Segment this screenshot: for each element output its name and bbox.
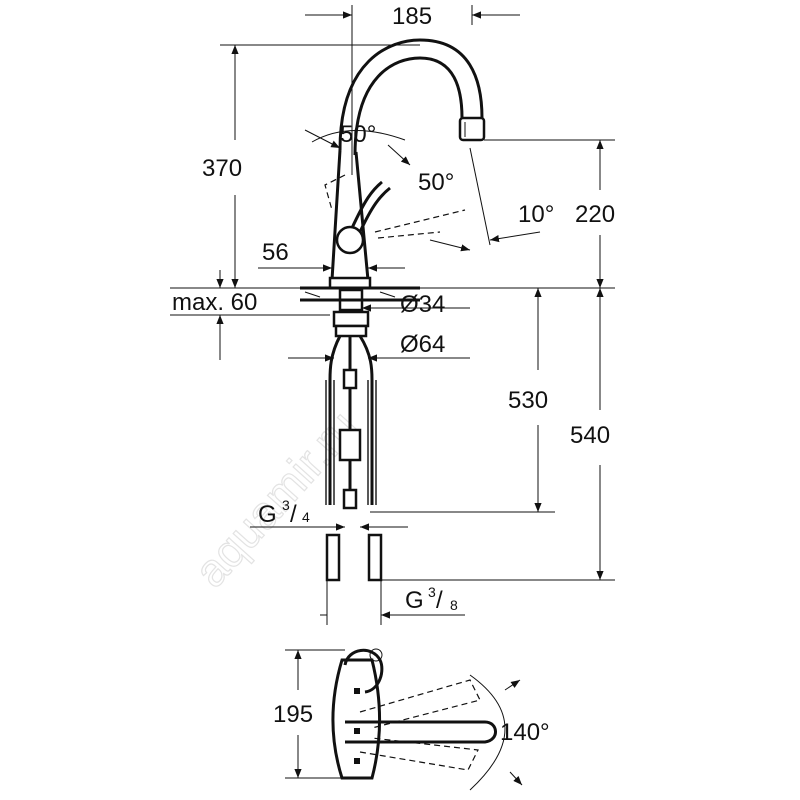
thread-g34-sub: 4 xyxy=(302,509,310,525)
thread-g34-letter: G xyxy=(258,501,277,528)
thread-g38-sup: 3 xyxy=(428,584,436,600)
dim-diameter-64: Ø64 xyxy=(400,331,445,358)
thread-g38-letter: G xyxy=(405,587,424,614)
dim-angle-50-left: 50° xyxy=(340,121,376,148)
dim-max-60: max. 60 xyxy=(172,289,257,316)
dimension-labels: 185 370 220 50° 50° 10° 56 max. 60 Ø34 Ø… xyxy=(172,3,615,746)
dim-angle-140: 140° xyxy=(500,719,550,746)
dimension-lines xyxy=(170,5,615,625)
thread-g38-sub: 8 xyxy=(450,597,458,613)
dim-diameter-34: Ø34 xyxy=(400,291,445,318)
dim-angle-50-right: 50° xyxy=(418,169,454,196)
dim-540: 540 xyxy=(570,422,610,449)
thread-g34-slash: / xyxy=(290,501,297,528)
dim-370: 370 xyxy=(202,155,242,182)
faucet-side-view xyxy=(300,38,486,582)
dim-185: 185 xyxy=(392,3,432,30)
dim-530: 530 xyxy=(508,387,548,414)
faucet-top-view xyxy=(285,648,523,791)
thread-g34-sup: 3 xyxy=(282,497,290,513)
thread-g38-slash: / xyxy=(436,587,443,614)
dim-56: 56 xyxy=(262,239,289,266)
dim-angle-10: 10° xyxy=(518,201,554,228)
dim-220: 220 xyxy=(575,201,615,228)
dim-195: 195 xyxy=(273,701,313,728)
